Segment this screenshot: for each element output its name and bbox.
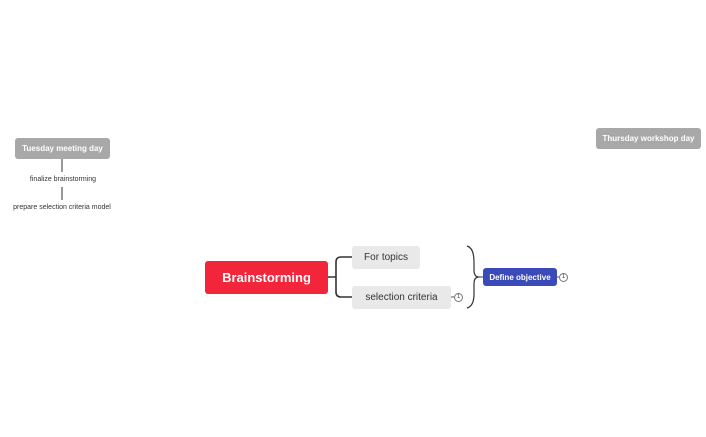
floating-topic-thursday[interactable]: Thursday workshop day — [596, 128, 701, 149]
central-topic[interactable]: Brainstorming — [205, 261, 328, 294]
connector-central-branches — [328, 256, 352, 298]
subtopic-prepare-selection-criteria[interactable]: prepare selection criteria model — [4, 200, 120, 215]
summary-brace — [466, 245, 480, 309]
branch-selection-criteria[interactable]: selection criteria — [352, 286, 451, 309]
subtopic-finalize-brainstorming[interactable]: finalize brainstorming — [24, 172, 102, 187]
floating-topic-tuesday[interactable]: Tuesday meeting day — [15, 138, 110, 159]
collapsed-count-badge[interactable]: 1 — [559, 273, 568, 282]
summary-define-objective[interactable]: Define objective — [483, 268, 557, 286]
collapsed-count-badge[interactable]: 1 — [454, 293, 463, 302]
branch-for-topics[interactable]: For topics — [352, 246, 420, 269]
